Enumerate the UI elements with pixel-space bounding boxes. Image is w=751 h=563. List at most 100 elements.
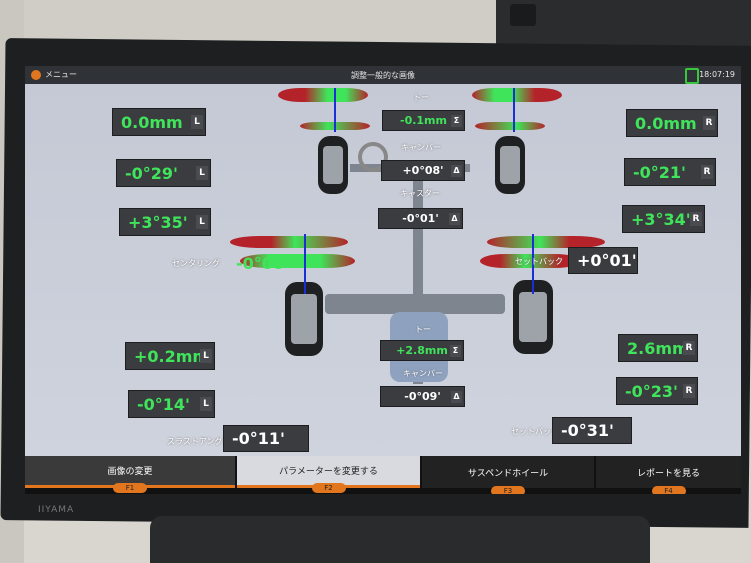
f1-key-badge: F1 [113,483,147,493]
front-right-toe: 0.0mm R [626,109,718,137]
front-right-caster-value: +3°34' [631,209,691,229]
function-key-bar: 画像の変更 F1 パラメーターを変更する F2 サスペンドホイール F3 レポー… [25,456,741,494]
front-left-toe: 0.0mm L [112,108,206,136]
f1-change-image-button[interactable]: 画像の変更 F1 [25,456,235,493]
front-left-toe-value: 0.0mm [121,112,183,132]
rear-left-toe-gauge [230,236,348,248]
rear-right-toe-value: 2.6mm [627,338,689,358]
f2-change-parameters-button[interactable]: パラメーターを変更する F2 [237,456,420,493]
centering-value: -0°00' [236,253,289,273]
menu-button[interactable]: メニュー [31,69,77,80]
front-right-camber-gauge [475,122,545,130]
unit-badge: R [683,341,695,355]
rear-total-toe-value: +2.8mm [396,344,448,357]
camber-label: キャンバー [401,143,441,152]
unit-badge: Σ [450,345,461,357]
setback-rear-box: -0°31' [552,417,632,444]
toe-label: トー [413,93,429,102]
unit-badge: L [196,166,208,180]
front-camber-diff: +0°08' Δ [381,160,465,181]
front-left-camber: -0°29' L [116,159,211,187]
alignment-view: 0.0mm L -0°29' L +3°35' L 0.0mm R -0°21'… [25,84,741,456]
setback-front-value: +0°01' [577,251,637,270]
f4-key-badge: F4 [651,486,686,494]
caster-label: キャスター [400,189,440,198]
unit-badge: L [196,215,208,229]
rear-left-toe: +0.2mm L [125,342,215,370]
rear-right-camber-value: -0°23' [625,381,678,401]
f2-label: パラメーターを変更する [279,467,378,477]
unit-badge: R [703,116,715,130]
unit-badge: Σ [451,115,462,127]
unit-badge: L [200,397,212,411]
unit-badge: Δ [451,391,462,403]
rear-left-camber: -0°14' L [128,390,215,418]
f1-label: 画像の変更 [107,467,153,477]
centering-label: センタリング [172,259,220,268]
front-left-caster: +3°35' L [119,208,211,236]
front-caster-diff: -0°01' Δ [378,208,463,229]
center-shaft [413,164,423,384]
rear-total-toe: +2.8mm Σ [380,340,464,361]
rear-camber-label: キャンバー [403,369,443,378]
centering-value-box: -0°00' [228,250,294,276]
arrow-icon [334,88,336,132]
rear-right-rim [519,292,547,342]
front-camber-diff-value: +0°08' [402,164,444,177]
front-right-rim [500,146,520,184]
f2-key-badge: F2 [311,483,346,493]
setback-rear-label: セットバック [511,427,559,436]
rear-right-camber: -0°23' R [616,377,698,405]
unit-badge: R [683,384,695,398]
rear-right-camber-gauge [480,254,580,268]
unit-badge: L [191,115,203,129]
setback-front-label: セットバック [515,257,563,266]
rear-left-camber-gauge [240,254,355,268]
thrust-angle-label: スラストアングル [167,437,231,446]
rear-axle [325,294,505,314]
front-caster-diff-value: -0°01' [402,212,439,225]
unit-badge: R [701,165,713,179]
menu-icon [31,69,41,80]
setback-rear-value: -0°31' [561,421,614,440]
clock: 18:07:19 [699,70,735,79]
f3-label: サスペンドホイール [467,468,549,479]
front-left-rim [323,146,343,184]
setback-front-box: +0°01' [568,247,638,274]
rear-left-toe-value: +0.2mm [134,346,210,366]
steering-wheel [358,142,388,172]
monitor-stand [150,516,650,563]
menu-label: メニュー [45,70,77,79]
thrust-angle-value: -0°11' [232,429,285,448]
front-right-toe-gauge [472,88,562,102]
rear-right-toe: 2.6mm R [618,334,698,362]
f3-suspend-wheel-button[interactable]: サスペンドホイール F3 [422,456,594,494]
front-right-camber: -0°21' R [624,158,716,186]
thrust-angle-box: -0°11' [223,425,309,452]
front-right-toe-value: 0.0mm [635,113,697,133]
page-title: 調整一般的な画像 [351,71,415,80]
unit-badge: Δ [449,213,460,225]
unit-badge: R [690,212,702,226]
rear-camber-diff-value: -0°09' [404,390,441,403]
rear-left-rim [291,294,317,344]
title-bar: メニュー 調整一般的な画像 18:07:19 [25,66,741,84]
f4-label: レポートを見る [636,468,700,479]
arrow-icon [304,234,306,294]
arrow-icon [532,234,534,294]
front-left-caster-value: +3°35' [128,212,188,232]
rear-camber-diff: -0°09' Δ [380,386,465,407]
device-knob [510,4,536,26]
front-total-toe-value: -0.1mm [400,114,447,127]
car-status-icon [685,68,699,84]
monitor-brand: IIYAMA [38,505,75,515]
rear-left-camber-value: -0°14' [137,394,190,414]
rear-right-toe-gauge [487,236,605,248]
wall-device [496,0,751,46]
front-left-camber-value: -0°29' [125,163,178,183]
f4-view-report-button[interactable]: レポートを見る F4 [596,456,741,494]
unit-badge: L [200,349,212,363]
front-total-toe: -0.1mm Σ [382,110,465,131]
screen: メニュー 調整一般的な画像 18:07:19 [25,66,741,494]
front-right-caster: +3°34' R [622,205,705,233]
